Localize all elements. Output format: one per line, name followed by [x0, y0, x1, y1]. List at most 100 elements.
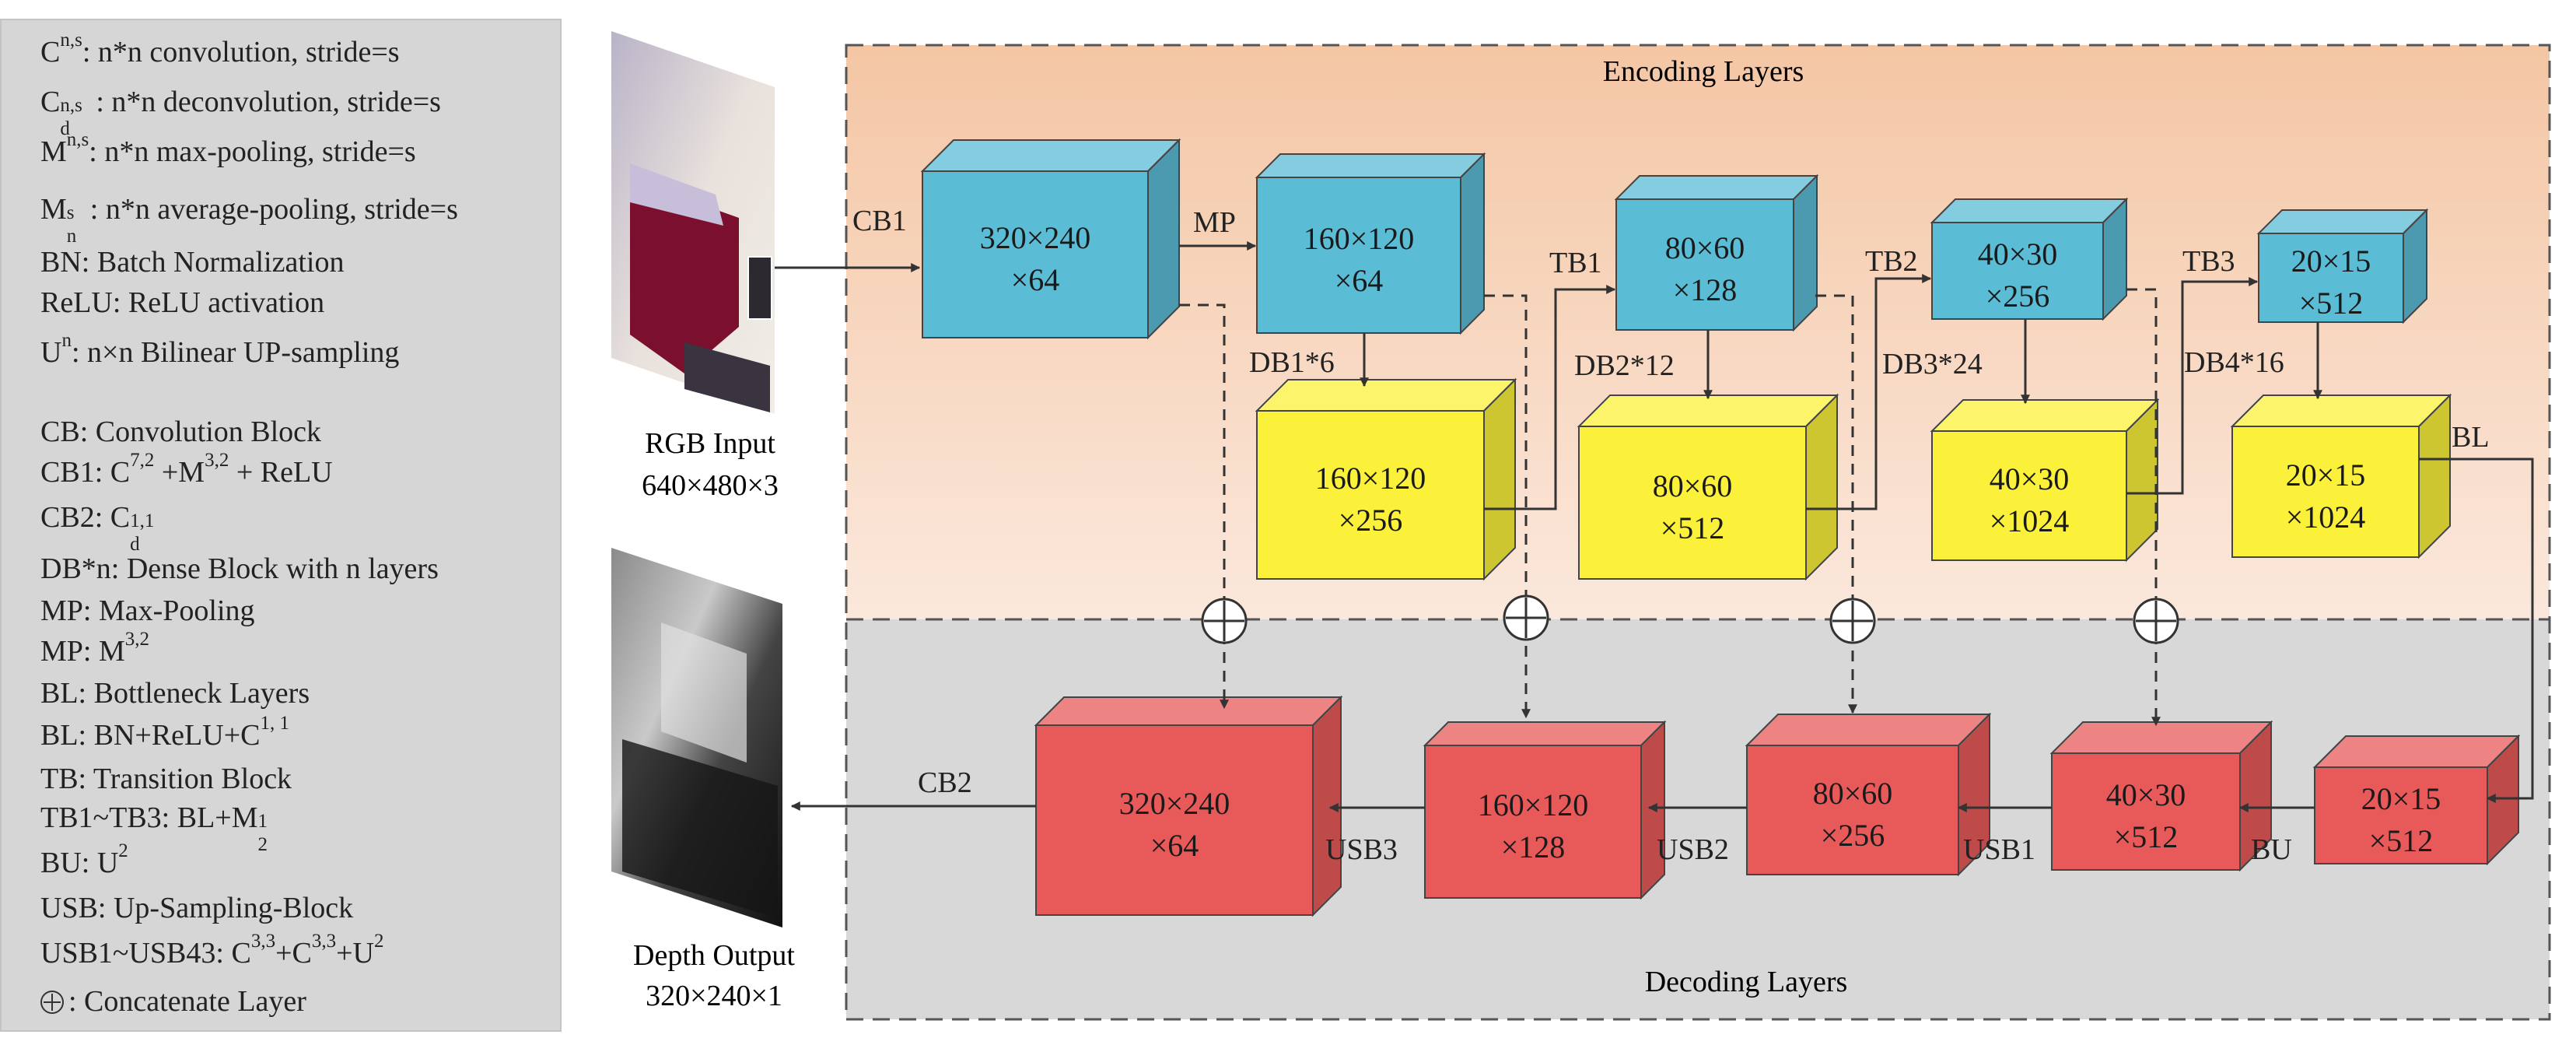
- block-db1: 160×120 ×256: [1255, 377, 1517, 581]
- block-dec5-line-1: 20×15: [2361, 781, 2441, 816]
- block-enc3: 80×60 ×128: [1614, 174, 1819, 332]
- depth-output-image: [611, 548, 782, 928]
- block-dec5: 20×15 ×512: [2312, 734, 2521, 866]
- edge-label-cb2: CB2: [918, 766, 972, 799]
- block-db2-line-2: ×512: [1661, 510, 1725, 545]
- legend-cb: CB: Convolution Block: [40, 416, 322, 448]
- block-db2: 80×60 ×512: [1577, 393, 1839, 581]
- depth-output-label: Depth Output: [633, 939, 795, 972]
- legend-up: Un: n×n Bilinear UP-sampling: [40, 330, 400, 369]
- legend-cb1: CB1: C7,2 +M3,2 + ReLU: [40, 450, 333, 489]
- decoding-title: Decoding Layers: [1645, 966, 1848, 998]
- block-dec1: 320×240 ×64: [1034, 695, 1343, 917]
- edge-label-db4: DB4*16: [2184, 346, 2284, 379]
- block-enc3-line-1: 80×60: [1665, 230, 1745, 265]
- edge-label-db1: DB1*6: [1249, 346, 1335, 379]
- skip-enc2-dec2: [1484, 294, 1531, 719]
- block-enc3-line-2: ×128: [1673, 272, 1738, 307]
- block-dec4-line-2: ×512: [2114, 819, 2179, 854]
- block-enc1-line-2: ×64: [1011, 262, 1060, 297]
- legend-relu: ReLU: ReLU activation: [40, 286, 325, 319]
- block-dec3-line-1: 80×60: [1813, 776, 1893, 811]
- block-dec1-line-2: ×64: [1150, 828, 1199, 863]
- edge-label-usb2: USB2: [1657, 833, 1729, 866]
- block-dec2-line-1: 160×120: [1478, 787, 1589, 822]
- legend-usb2: USB1~USB43: C3,3+C3,3+U2: [40, 931, 384, 970]
- legend-concat: : Concatenate Layer: [40, 987, 306, 1016]
- edge-label-usb1: USB1: [1963, 833, 2035, 866]
- block-db1-line-2: ×256: [1339, 503, 1403, 538]
- edge-label-db2: DB2*12: [1574, 349, 1675, 382]
- rgb-input-label: RGB Input: [645, 427, 775, 460]
- block-enc1: 320×240 ×64: [920, 138, 1181, 340]
- skip-enc3-dec3: [1815, 294, 1857, 714]
- legend-bl: BL: Bottleneck Layers: [40, 677, 310, 710]
- block-enc4: 40×30 ×256: [1930, 197, 2129, 321]
- legend-bu: BU: U2: [40, 840, 128, 879]
- concat-icon: [2133, 598, 2179, 644]
- edge-db2-enc4: [1806, 274, 1932, 510]
- edge-label-mp: MP: [1193, 206, 1236, 239]
- edge-db1-enc3: [1484, 285, 1616, 510]
- skip-enc1-dec1: [1179, 303, 1229, 710]
- rgb-input-size: 640×480×3: [642, 469, 779, 502]
- concat-icon: [1201, 598, 1248, 644]
- edge-label-bl: BL: [2452, 421, 2490, 454]
- legend-bn: BN: Batch Normalization: [40, 246, 345, 279]
- concat-icon: [40, 991, 64, 1014]
- block-enc5: 20×15×512: [2256, 208, 2429, 324]
- block-dec3: 80×60 ×256: [1745, 712, 1992, 877]
- network-border: [845, 44, 2551, 1021]
- block-enc4-line-2: ×256: [1986, 279, 2050, 314]
- depth-output-size: 320×240×1: [646, 980, 782, 1012]
- block-dec2: 160×120×128: [1423, 720, 1667, 900]
- concat-nodes: [1201, 594, 2179, 644]
- block-dec4: 40×30 ×512: [2049, 720, 2273, 872]
- block-db3: 40×30 ×1024: [1930, 398, 2160, 563]
- block-enc1-line-1: 320×240: [980, 220, 1091, 255]
- block-enc2: 160×120 ×64: [1255, 152, 1486, 335]
- legend-usb: USB: Up-Sampling-Block: [40, 892, 354, 924]
- skip-enc4-dec4: [2126, 288, 2161, 727]
- legend-maxpool: Mn,s: n*n max-pooling, stride=s: [40, 129, 416, 168]
- legend-conv: Cn,s: n*n convolution, stride=s: [40, 30, 400, 68]
- legend-mp2: MP: M3,2: [40, 629, 150, 668]
- block-dec4-line-1: 40×30: [2106, 777, 2186, 812]
- block-db3-line-1: 40×30: [1990, 461, 2070, 496]
- legend-mp: MP: Max-Pooling: [40, 594, 255, 627]
- edge-label-tb1: TB1: [1549, 247, 1602, 279]
- block-db4: 20×15 ×1024: [2230, 393, 2452, 559]
- edge-label-tb3: TB3: [2182, 245, 2235, 278]
- edge-db3-enc5: [2126, 277, 2259, 495]
- legend-tb: TB: Transition Block: [40, 763, 292, 795]
- concat-icon: [1829, 598, 1876, 644]
- edge-label-usb3: USB3: [1325, 833, 1398, 866]
- encoding-title: Encoding Layers: [1603, 55, 1804, 88]
- edge-db4-dec5: [2419, 458, 2534, 803]
- block-enc5-line-2: ×512: [2299, 286, 2364, 321]
- block-dec3-line-2: ×256: [1821, 818, 1885, 853]
- edge-label-tb2: TB2: [1865, 245, 1918, 278]
- edge-label-bu: BU: [2251, 833, 2292, 866]
- legend-bl2: BL: BN+ReLU+C1, 1: [40, 713, 289, 752]
- rgb-input-image: [611, 31, 775, 414]
- block-enc4-line-1: 40×30: [1978, 237, 2058, 272]
- block-dec1-line-1: 320×240: [1119, 786, 1230, 821]
- block-enc2-line-2: ×64: [1335, 263, 1384, 298]
- block-dec5-line-2: ×512: [2369, 823, 2434, 858]
- legend-db: DB*n: Dense Block with n layers: [40, 552, 439, 585]
- block-db1-line-1: 160×120: [1315, 461, 1426, 496]
- edge-label-db3: DB3*24: [1882, 348, 1983, 380]
- block-db2-line-1: 80×60: [1653, 468, 1733, 503]
- block-enc2-line-1: 160×120: [1304, 221, 1415, 256]
- concat-icon: [1503, 594, 1549, 641]
- block-db4-line-1: 20×15: [2286, 458, 2366, 493]
- block-db4-line-2: ×1024: [2286, 500, 2366, 535]
- block-db3-line-2: ×1024: [1990, 503, 2070, 538]
